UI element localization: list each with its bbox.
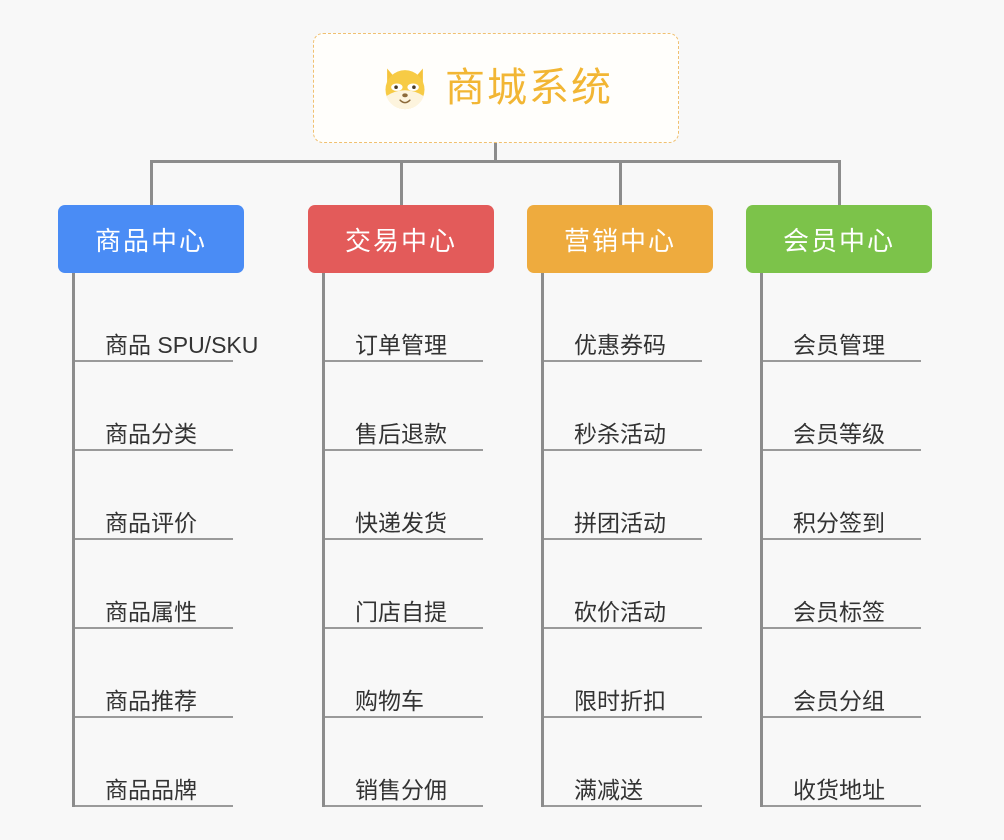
column-product-center: 商品中心 商品 SPU/SKU 商品分类 商品评价 商品属性 商品推荐 商品品牌	[58, 205, 258, 807]
category-header-member-center[interactable]: 会员中心	[746, 205, 932, 273]
leaf-list-marketing-center: 优惠券码 秒杀活动 拼团活动 砍价活动 限时折扣 满减送	[541, 273, 713, 807]
leaf-label: 商品推荐	[105, 687, 197, 714]
leaf-item[interactable]: 拼团活动	[544, 451, 713, 540]
leaf-label: 商品 SPU/SKU	[105, 331, 259, 358]
leaf-item[interactable]: 门店自提	[325, 540, 494, 629]
leaf-label: 商品属性	[105, 598, 197, 625]
leaf-item[interactable]: 砍价活动	[544, 540, 713, 629]
leaf-label: 门店自提	[355, 598, 447, 625]
leaf-item[interactable]: 商品 SPU/SKU	[75, 273, 258, 362]
leaf-label: 快递发货	[355, 509, 447, 536]
leaf-item[interactable]: 会员分组	[763, 629, 932, 718]
category-header-trade-center[interactable]: 交易中心	[308, 205, 494, 273]
leaf-label: 商品评价	[105, 509, 197, 536]
leaf-list-product-center: 商品 SPU/SKU 商品分类 商品评价 商品属性 商品推荐 商品品牌	[72, 273, 258, 807]
column-trade-center: 交易中心 订单管理 售后退款 快递发货 门店自提 购物车 销售分佣	[308, 205, 494, 807]
column-marketing-center: 营销中心 优惠券码 秒杀活动 拼团活动 砍价活动 限时折扣 满减送	[527, 205, 713, 807]
leaf-label: 秒杀活动	[574, 420, 666, 447]
leaf-item[interactable]: 会员标签	[763, 540, 932, 629]
leaf-item[interactable]: 商品分类	[75, 362, 244, 451]
leaf-label: 购物车	[355, 687, 424, 714]
leaf-label: 拼团活动	[574, 509, 666, 536]
leaf-item[interactable]: 会员管理	[763, 273, 932, 362]
leaf-list-member-center: 会员管理 会员等级 积分签到 会员标签 会员分组 收货地址	[760, 273, 932, 807]
leaf-label: 会员分组	[793, 687, 885, 714]
leaf-label: 砍价活动	[574, 598, 666, 625]
leaf-list-trade-center: 订单管理 售后退款 快递发货 门店自提 购物车 销售分佣	[322, 273, 494, 807]
leaf-label: 优惠券码	[574, 331, 666, 358]
connector-horizontal-bus	[150, 160, 840, 163]
category-header-marketing-center[interactable]: 营销中心	[527, 205, 713, 273]
leaf-label: 售后退款	[355, 420, 447, 447]
leaf-label: 会员标签	[793, 598, 885, 625]
leaf-label: 订单管理	[355, 331, 447, 358]
leaf-item[interactable]: 快递发货	[325, 451, 494, 540]
root-node-mall-system[interactable]: 商城系统	[313, 33, 679, 143]
leaf-item[interactable]: 满减送	[544, 718, 713, 807]
connector-drop-trade-center	[400, 160, 403, 206]
leaf-item[interactable]: 商品推荐	[75, 629, 244, 718]
leaf-label: 收货地址	[793, 776, 885, 803]
root-title: 商城系统	[445, 66, 613, 110]
connector-drop-marketing-center	[619, 160, 622, 206]
leaf-label: 满减送	[574, 776, 643, 803]
leaf-item[interactable]: 商品评价	[75, 451, 244, 540]
leaf-item[interactable]: 订单管理	[325, 273, 494, 362]
leaf-item[interactable]: 销售分佣	[325, 718, 494, 807]
connector-root-stem	[494, 143, 497, 162]
connector-drop-product-center	[150, 160, 153, 206]
leaf-label: 销售分佣	[355, 776, 447, 803]
category-title: 交易中心	[344, 225, 457, 256]
column-member-center: 会员中心 会员管理 会员等级 积分签到 会员标签 会员分组 收货地址	[746, 205, 932, 807]
leaf-item[interactable]: 收货地址	[763, 718, 932, 807]
leaf-item[interactable]: 会员等级	[763, 362, 932, 451]
leaf-item[interactable]: 售后退款	[325, 362, 494, 451]
leaf-item[interactable]: 购物车	[325, 629, 494, 718]
leaf-label: 会员管理	[793, 331, 885, 358]
leaf-item[interactable]: 优惠券码	[544, 273, 713, 362]
leaf-item[interactable]: 商品属性	[75, 540, 244, 629]
leaf-label: 积分签到	[793, 509, 885, 536]
leaf-label: 商品品牌	[105, 776, 197, 803]
category-title: 商品中心	[94, 225, 207, 256]
category-title: 会员中心	[782, 225, 895, 256]
leaf-label: 商品分类	[105, 420, 197, 447]
leaf-item[interactable]: 秒杀活动	[544, 362, 713, 451]
category-title: 营销中心	[563, 225, 676, 256]
leaf-item[interactable]: 商品品牌	[75, 718, 244, 807]
leaf-label: 会员等级	[793, 420, 885, 447]
leaf-item[interactable]: 限时折扣	[544, 629, 713, 718]
leaf-label: 限时折扣	[574, 687, 666, 714]
shiba-dog-face-icon	[379, 62, 431, 114]
category-header-product-center[interactable]: 商品中心	[58, 205, 244, 273]
connector-drop-member-center	[838, 160, 841, 206]
leaf-item[interactable]: 积分签到	[763, 451, 932, 540]
